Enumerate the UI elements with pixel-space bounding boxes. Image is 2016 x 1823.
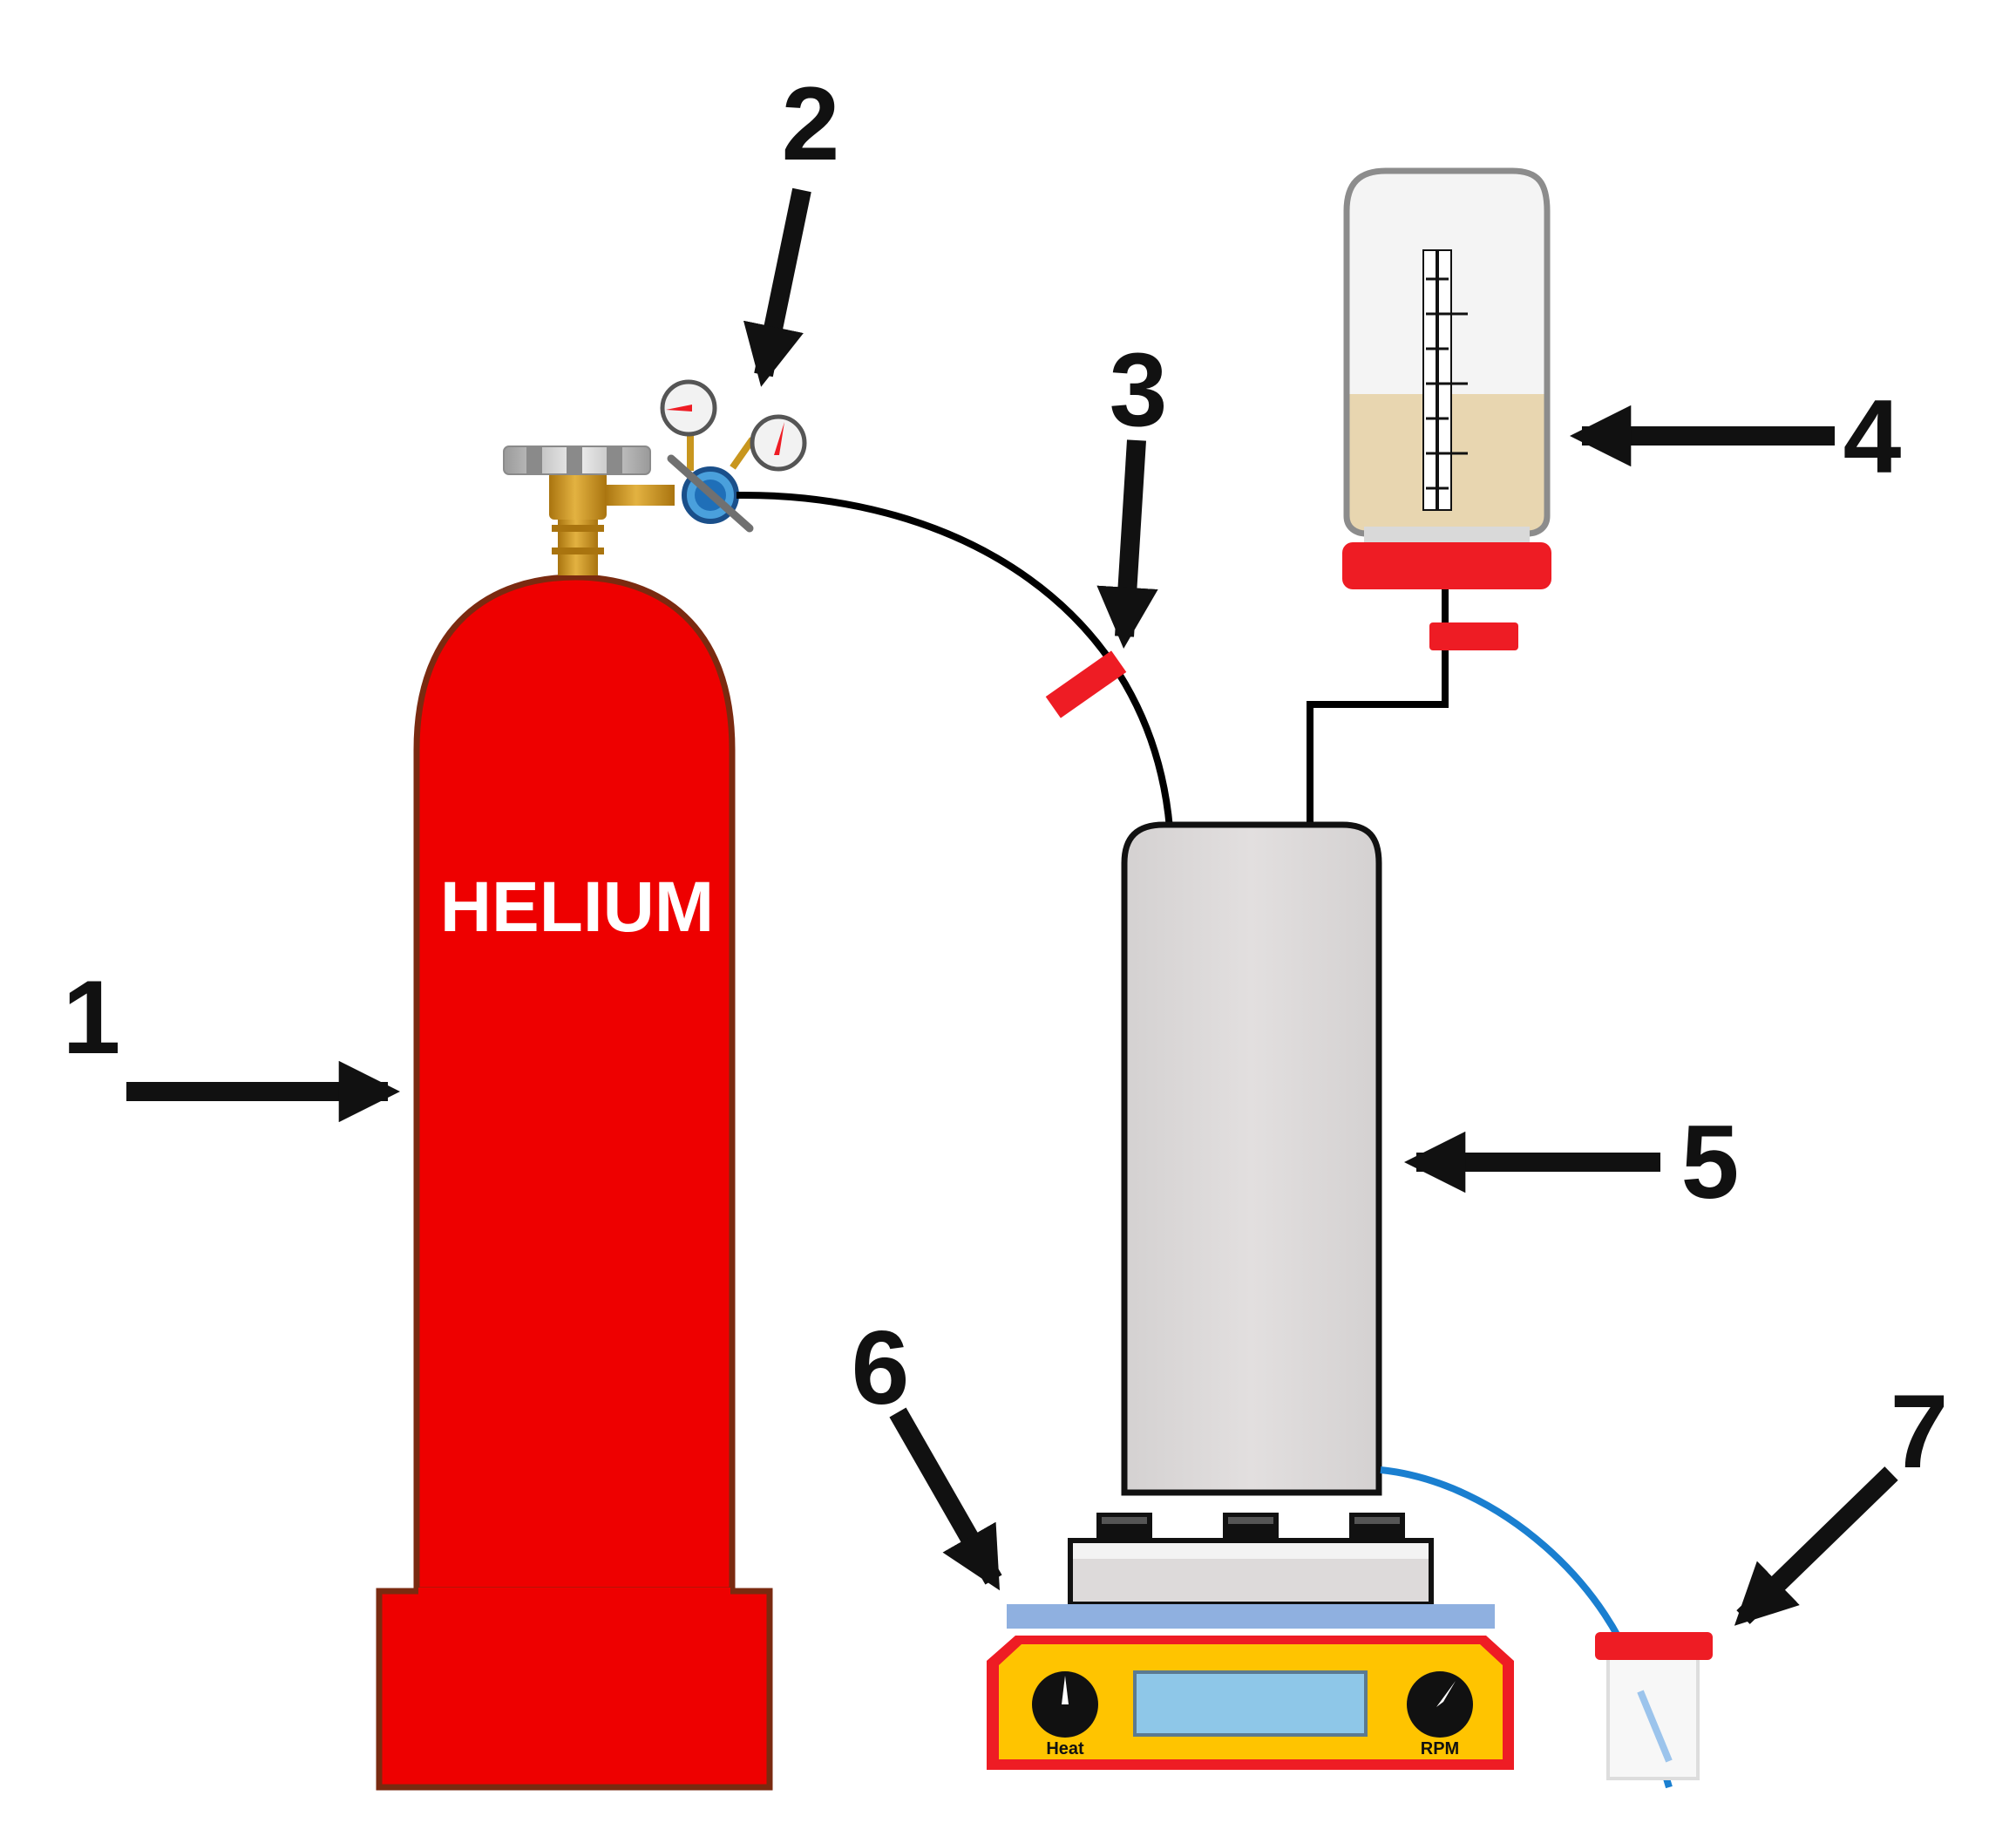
column-base-block [1068, 1538, 1434, 1607]
cylinder-base [376, 1588, 773, 1791]
callout-1: 1 [63, 959, 121, 1076]
valve-body [549, 471, 607, 520]
arrow-2 [743, 187, 811, 387]
reservoir-line [1307, 589, 1449, 828]
arrow-3 [1096, 439, 1158, 650]
callout-5: 5 [1681, 1104, 1740, 1221]
rpm-knob-label: RPM [1421, 1739, 1459, 1758]
vial-cap [1595, 1632, 1713, 1660]
stirrer-display [1133, 1670, 1368, 1737]
valve-neck [558, 514, 598, 575]
pressure-gauge-right [750, 414, 807, 472]
heat-knob[interactable] [1032, 1671, 1098, 1738]
rpm-knob[interactable] [1407, 1671, 1473, 1738]
callout-6: 6 [852, 1309, 910, 1426]
reservoir-cap [1342, 542, 1551, 589]
handwheel-knob[interactable] [503, 446, 651, 475]
callout-2: 2 [782, 65, 840, 182]
callout-arrows [126, 187, 1898, 1626]
callout-4: 4 [1843, 378, 1902, 495]
collection-vial [1595, 1632, 1713, 1780]
pressure-gauge-left [660, 379, 717, 437]
helium-cylinder: HELIUM [376, 574, 773, 1791]
graduation-scale [1422, 249, 1468, 511]
solvent-reservoir [1342, 167, 1551, 589]
reservoir-clamp[interactable] [1429, 622, 1518, 650]
cylinder-label: HELIUM [440, 867, 714, 947]
callout-3: 3 [1110, 331, 1168, 448]
cylinder-body [413, 574, 736, 1594]
heat-knob-label: Heat [1046, 1739, 1084, 1758]
callout-numbers: 1 2 3 4 5 6 7 [63, 65, 1949, 1490]
magnetic-stirrer: Heat RPM [987, 1604, 1514, 1770]
valve-outlet [605, 485, 675, 506]
arrow-7 [1734, 1466, 1898, 1626]
arrow-6 [889, 1407, 1002, 1591]
tubing-clamp[interactable] [1045, 650, 1127, 718]
gas-tubing [736, 491, 1173, 829]
cylinder-valve [503, 446, 675, 575]
callout-7: 7 [1890, 1373, 1949, 1490]
reactor-column [1121, 821, 1382, 1496]
column-feet [1096, 1513, 1405, 1541]
stirrer-top-plate [1007, 1604, 1495, 1629]
pressure-regulator [660, 379, 807, 533]
